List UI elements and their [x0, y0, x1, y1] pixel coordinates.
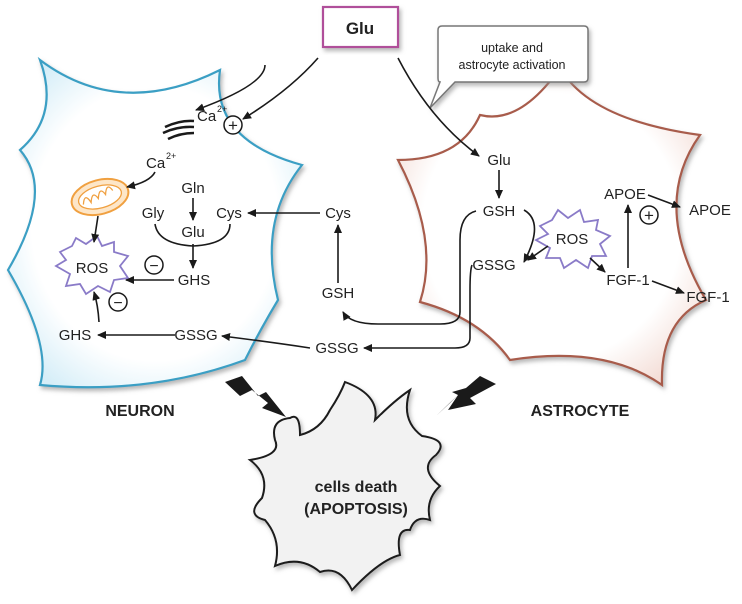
middle-cys: Cys — [325, 205, 351, 222]
minus-circle-icon-2 — [108, 292, 128, 312]
astro-fgf-out: FGF-1 — [686, 289, 729, 306]
neuron-ghs-right: GHS — [178, 272, 211, 289]
neuron-gssg: GSSG — [174, 327, 217, 344]
apoptotic-cell — [247, 380, 442, 592]
neuron-ros: ROS — [76, 260, 109, 277]
death-line-2: (APOPTOSIS) — [304, 501, 408, 518]
glu-box-label: Glu — [346, 19, 374, 38]
astro-plus: + — [644, 206, 654, 225]
neuron-minus-2: − — [113, 295, 122, 312]
glu-box — [321, 5, 400, 49]
astro-gssg: GSSG — [472, 257, 515, 274]
astro-ros: ROS — [556, 231, 589, 248]
neuron-cell-body — [6, 56, 304, 389]
neuron-cys: Cys — [216, 205, 242, 222]
lightning-arrow-right-icon — [436, 376, 496, 416]
astro-fgf: FGF-1 — [606, 272, 649, 289]
middle-gsh: GSH — [322, 285, 355, 302]
minus-circle-icon-1 — [144, 255, 164, 275]
lightning-arrow-left-icon — [225, 376, 286, 417]
astro-ros-starburst-icon — [534, 208, 612, 270]
neuron-ca-int-sup: 2+ — [166, 151, 176, 161]
astro-plus-circle-icon — [639, 205, 659, 225]
middle-gssg: GSSG — [315, 340, 358, 357]
astro-gsh: GSH — [483, 203, 516, 220]
neuron-ca-ext-sup: 2+ — [217, 104, 227, 114]
mitochondrion-icon — [70, 177, 130, 217]
neuron-gly: Gly — [142, 205, 165, 222]
neuron-ca-int: Ca — [146, 155, 166, 172]
plus-circle-icon — [223, 115, 243, 135]
calcium-channel-icon — [162, 119, 195, 141]
death-line-1: cells death — [315, 479, 398, 496]
bubble-line-1: uptake and — [481, 41, 543, 55]
neuron-plus: + — [228, 116, 238, 135]
neuron-minus-1: − — [149, 258, 158, 275]
arrows — [91, 57, 685, 352]
neuron-ghs-left: GHS — [59, 327, 92, 344]
astrocyte-title: ASTROCYTE — [531, 403, 630, 420]
astro-glu: Glu — [487, 152, 510, 169]
neuron-ca-ext: Ca — [197, 108, 217, 125]
bubble-line-2: astrocyte activation — [459, 58, 566, 72]
neuron-glu: Glu — [181, 224, 204, 241]
neuron-title: NEURON — [105, 403, 174, 420]
uptake-bubble — [429, 25, 589, 109]
neuron-gln: Gln — [181, 180, 204, 197]
astro-apoe-out: APOE — [689, 202, 731, 219]
astro-apoe: APOE — [604, 186, 646, 203]
